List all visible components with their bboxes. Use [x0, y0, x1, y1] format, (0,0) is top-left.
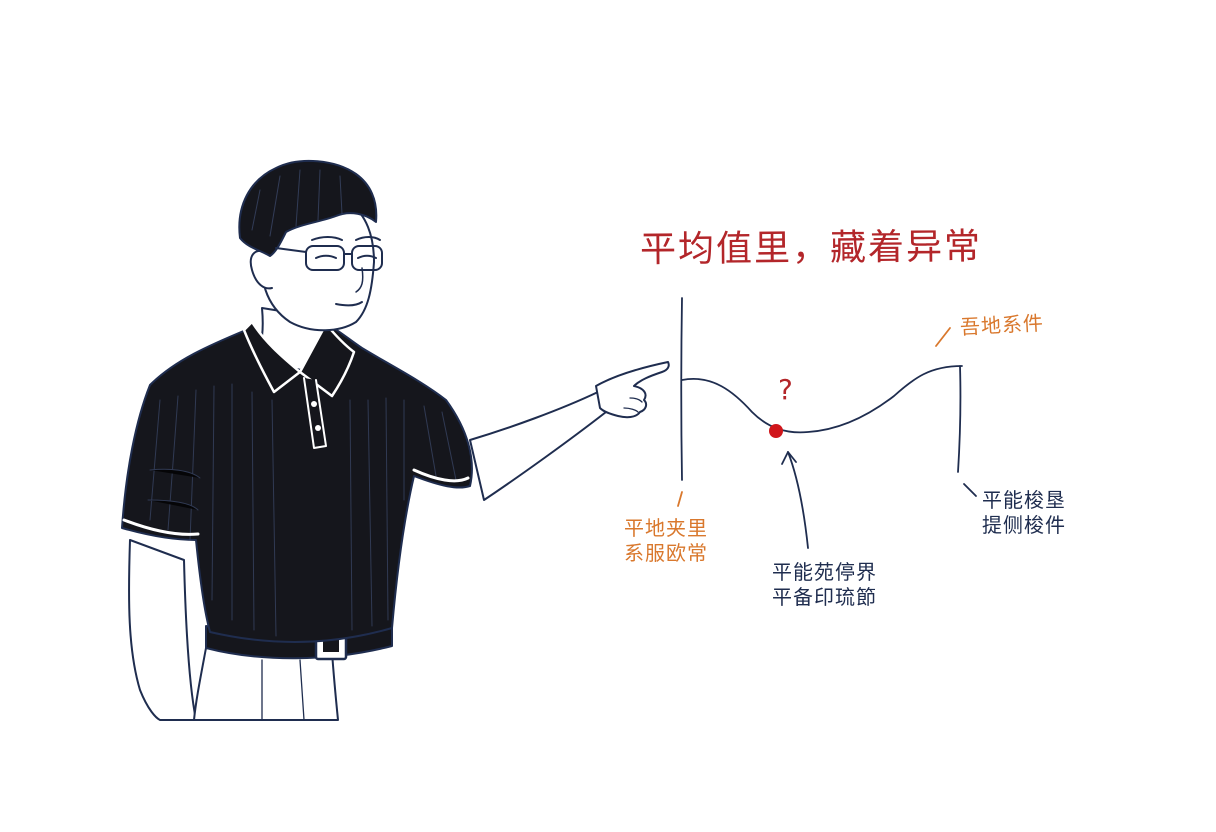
shirt-button: [311, 401, 317, 407]
label-top-right: 吾地系件: [959, 310, 1045, 340]
left-vertical-marker: [680, 297, 683, 481]
question-mark: ?: [778, 373, 794, 406]
shirt-texture: [147, 383, 457, 637]
label-right: 平能梭垦 提侧梭件: [982, 488, 1066, 538]
label-left-line: 平地夹里: [624, 516, 708, 540]
polo-shirt: [121, 325, 473, 643]
label-left-line: 系服欧常: [624, 541, 708, 565]
anomaly-sketch: [677, 297, 977, 549]
man-figure: [121, 159, 670, 721]
label-middle-line: 平能苑停界: [772, 560, 877, 584]
shirt-button: [315, 425, 321, 431]
glasses: [275, 245, 383, 271]
anomaly-dot: [769, 424, 783, 438]
label-left: 平地夹里 系服欧常: [624, 516, 708, 566]
label-right-line: 平能梭垦: [982, 488, 1066, 512]
right-forearm: [469, 391, 607, 501]
average-curve: [681, 365, 963, 434]
hair: [238, 159, 378, 257]
pants: [193, 647, 339, 721]
left-sleeve-cuff: [122, 518, 200, 536]
right-tick: [963, 483, 977, 497]
mouth: [335, 301, 363, 307]
right-vertical-marker: [957, 365, 962, 473]
ear: [249, 250, 273, 290]
pointing-hand: [595, 361, 670, 419]
right-sleeve-cuff: [412, 468, 470, 483]
headline: 平均值里，藏着异常: [639, 226, 983, 271]
left-arm: [128, 539, 197, 721]
label-right-line: 提侧梭件: [982, 513, 1066, 537]
label-middle: 平能苑停界 平备印琉節: [772, 560, 877, 610]
left-tick: [677, 491, 683, 507]
shirt-collar-right: [298, 322, 356, 398]
label-middle-line: 平备印琉節: [772, 585, 877, 609]
anomaly-arrow: [787, 451, 809, 549]
top-right-tick: [935, 327, 951, 347]
